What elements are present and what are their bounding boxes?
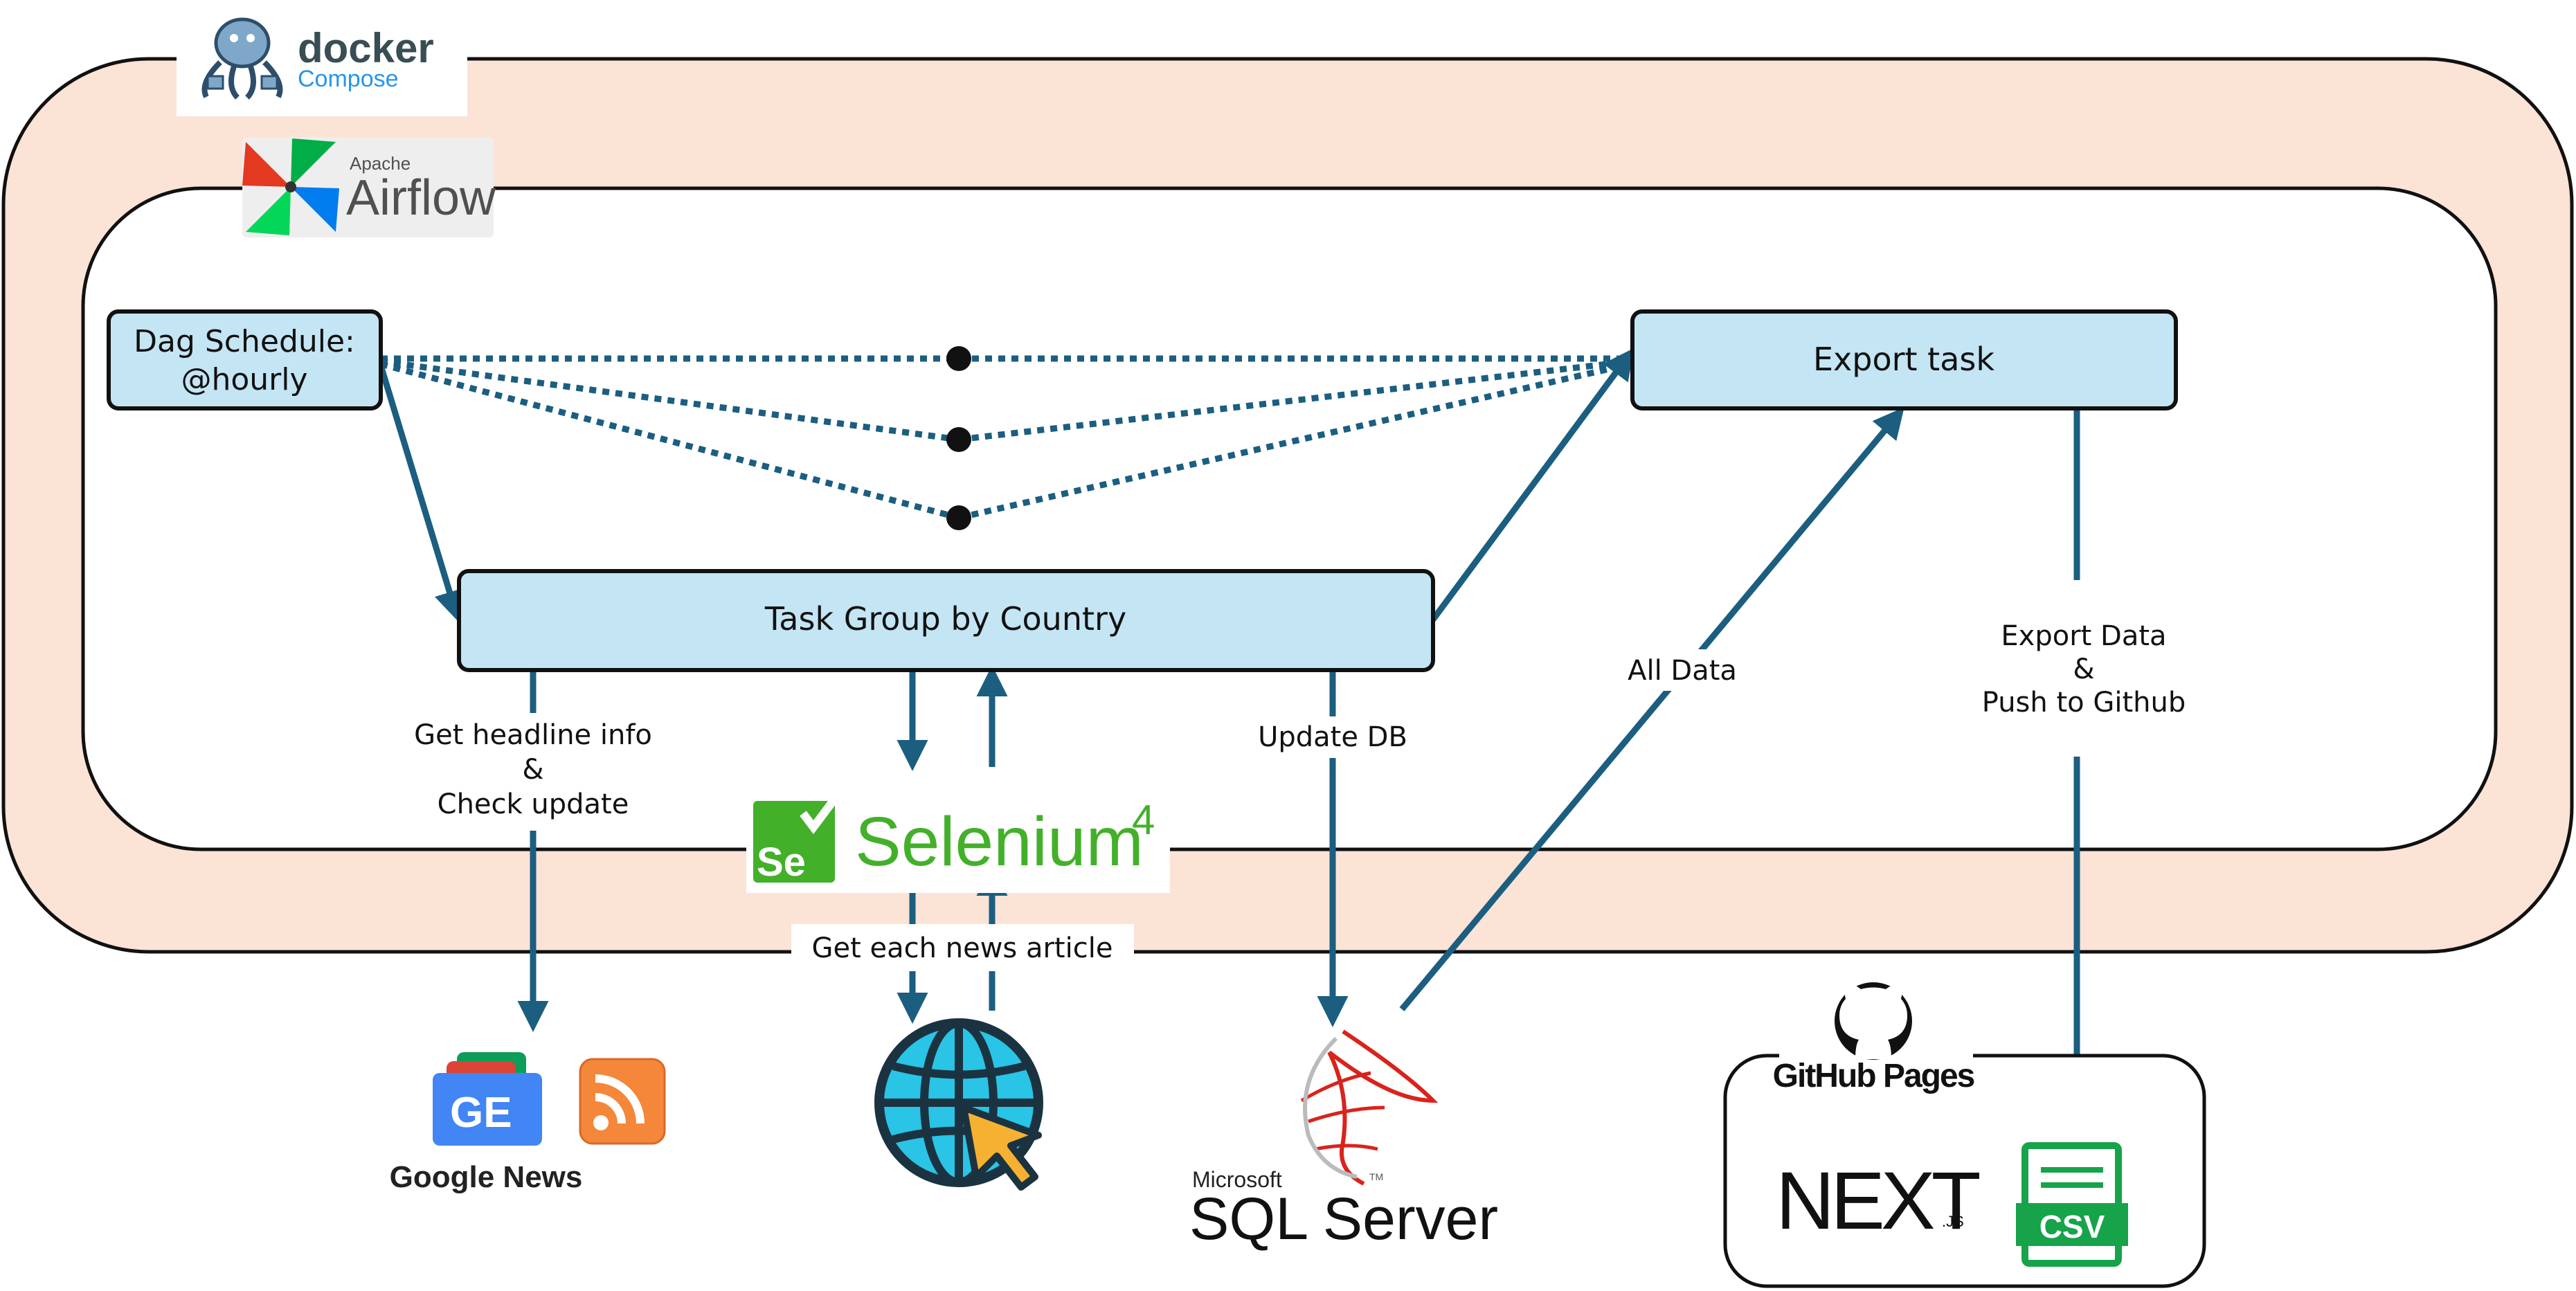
selenium-version: 4 bbox=[1132, 797, 1155, 843]
dag-schedule-line2: @hourly bbox=[181, 362, 307, 397]
parallel-task-paths bbox=[379, 355, 1632, 521]
sql-server-logo: TM Microsoft SQL Server bbox=[1189, 1029, 1498, 1252]
task-dot bbox=[946, 505, 971, 530]
export-task-label: Export task bbox=[1813, 341, 1994, 378]
github-pages-wordmark: GitHub Pages bbox=[1773, 1058, 1974, 1094]
headline-line1: Get headline info bbox=[414, 719, 652, 751]
arrow-dag-to-taskgroup bbox=[377, 364, 465, 622]
export-line3: Push to Github bbox=[1982, 687, 2186, 719]
airflow-apache-text: Apache bbox=[350, 153, 411, 174]
github-pages-logo: GitHub Pages bbox=[1773, 976, 1976, 1104]
selenium-logo: Se Selenium 4 bbox=[746, 782, 1170, 893]
sql-server-wordmark: SQL Server bbox=[1189, 1186, 1498, 1252]
google-news-logo: GE Google News bbox=[390, 1052, 666, 1194]
arrow-taskgroup-to-export bbox=[1430, 347, 1634, 622]
google-news-caption: Google News bbox=[390, 1160, 583, 1194]
dag-schedule-box: Dag Schedule: @hourly bbox=[107, 309, 383, 410]
github-octocat-icon bbox=[1835, 982, 1912, 1060]
docker-wordmark: docker bbox=[298, 25, 434, 71]
docker-octopus-icon bbox=[201, 17, 283, 100]
export-data-label: Export Data & Push to Github bbox=[1976, 580, 2186, 757]
task-group-label: Task Group by Country bbox=[764, 600, 1126, 638]
csv-file-icon: CSV bbox=[2016, 1142, 2128, 1267]
export-line1: Export Data bbox=[2001, 620, 2166, 652]
rss-icon bbox=[579, 1058, 666, 1145]
headline-label: Get headline info & Check update bbox=[414, 713, 653, 831]
airflow-pinwheel-icon bbox=[242, 138, 339, 235]
article-text: Get each news article bbox=[812, 932, 1113, 964]
sql-server-tm: TM bbox=[1369, 1171, 1383, 1182]
web-globe-icon bbox=[874, 1018, 1043, 1191]
task-group-box: Task Group by Country bbox=[457, 569, 1435, 672]
nextjs-wordmark: NEXT bbox=[1776, 1155, 1980, 1247]
docker-compose-sub: Compose bbox=[298, 66, 399, 92]
google-news-mark: GE bbox=[450, 1089, 512, 1137]
nextjs-logo: NEXT .JS bbox=[1776, 1155, 1984, 1247]
export-task-box: Export task bbox=[1630, 309, 2178, 410]
update-db-text: Update DB bbox=[1258, 721, 1407, 753]
airflow-wordmark: Airflow bbox=[346, 170, 496, 226]
docker-compose-logo: docker Compose bbox=[177, 0, 467, 116]
airflow-logo: Apache Airflow bbox=[242, 137, 496, 237]
all-data-label: All Data bbox=[1616, 649, 1748, 691]
csv-text: CSV bbox=[2039, 1209, 2105, 1245]
sql-server-icon bbox=[1300, 1029, 1439, 1186]
all-data-text: All Data bbox=[1628, 655, 1737, 687]
task-dots bbox=[946, 346, 971, 530]
selenium-wordmark: Selenium bbox=[855, 803, 1144, 881]
export-line2: & bbox=[2073, 653, 2094, 685]
arrow-sqlserver-to-export bbox=[1399, 407, 1904, 1011]
selenium-se-text: Se bbox=[757, 840, 806, 885]
sql-server-microsoft: Microsoft bbox=[1192, 1167, 1282, 1192]
article-label: Get each news article bbox=[791, 924, 1134, 971]
headline-line3: Check update bbox=[438, 788, 629, 820]
nextjs-suffix: .JS bbox=[1942, 1213, 1964, 1230]
task-dot bbox=[946, 346, 971, 371]
task-dot bbox=[946, 427, 971, 452]
selenium-se-icon: Se bbox=[753, 797, 838, 885]
cursor-icon bbox=[960, 1104, 1042, 1191]
headline-line2: & bbox=[522, 754, 543, 786]
google-news-icon: GE bbox=[433, 1052, 542, 1146]
update-db-label: Update DB bbox=[1254, 716, 1411, 758]
dag-schedule-line1: Dag Schedule: bbox=[134, 324, 355, 359]
